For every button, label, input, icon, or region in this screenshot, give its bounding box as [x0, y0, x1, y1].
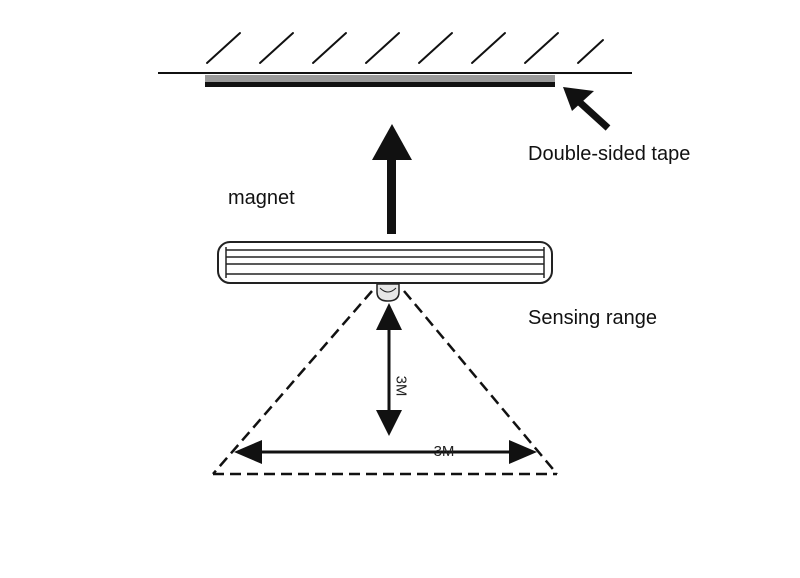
horizontal-dimension-label: 3M: [433, 443, 455, 460]
tape-label: Double-sided tape: [528, 143, 691, 165]
horizontal-dimension-arrow: [234, 440, 537, 464]
pir-sensor-icon: [376, 283, 400, 302]
magnet-label: magnet: [228, 187, 295, 209]
light-bar: [217, 241, 553, 284]
vertical-dimension-arrow: [376, 303, 402, 436]
sensing-range-label: Sensing range: [528, 307, 657, 329]
tape-pointer-arrow: [563, 87, 611, 131]
sensing-cone: [212, 290, 558, 476]
ceiling-hatching: [206, 32, 604, 64]
mount-up-arrow: [372, 124, 412, 234]
double-sided-tape: [205, 75, 555, 87]
vertical-dimension-label: 3M: [392, 375, 410, 397]
